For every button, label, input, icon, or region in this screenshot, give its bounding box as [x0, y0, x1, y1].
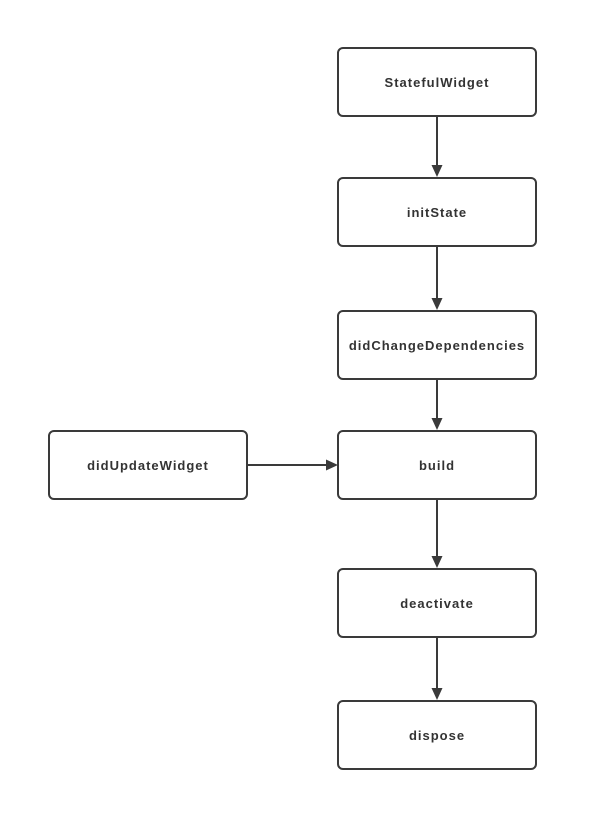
- node-didchangedependencies: didChangeDependencies: [337, 310, 537, 380]
- node-didchangedependencies-label: didChangeDependencies: [348, 337, 526, 353]
- edge-deactivate-to-dispose: [431, 638, 443, 700]
- node-statefulwidget-label: StatefulWidget: [384, 74, 490, 90]
- node-statefulwidget: StatefulWidget: [337, 47, 537, 117]
- edge-build-to-deactivate: [431, 500, 443, 568]
- node-dispose-label: dispose: [408, 727, 466, 743]
- edge-didupdatewidget-to-build: [248, 459, 338, 471]
- edge-statefulwidget-to-initstate: [431, 117, 443, 177]
- edge-initstate-to-didchangedependencies: [431, 247, 443, 310]
- node-didupdatewidget-label: didUpdateWidget: [87, 457, 209, 473]
- node-dispose: dispose: [337, 700, 537, 770]
- node-deactivate-label: deactivate: [400, 595, 474, 611]
- node-deactivate: deactivate: [337, 568, 537, 638]
- node-initstate-label: initState: [406, 204, 468, 220]
- node-build-label: build: [418, 457, 456, 473]
- node-build: build: [337, 430, 537, 500]
- node-didupdatewidget: didUpdateWidget: [48, 430, 248, 500]
- node-initstate: initState: [337, 177, 537, 247]
- edge-didchangedependencies-to-build: [431, 380, 443, 430]
